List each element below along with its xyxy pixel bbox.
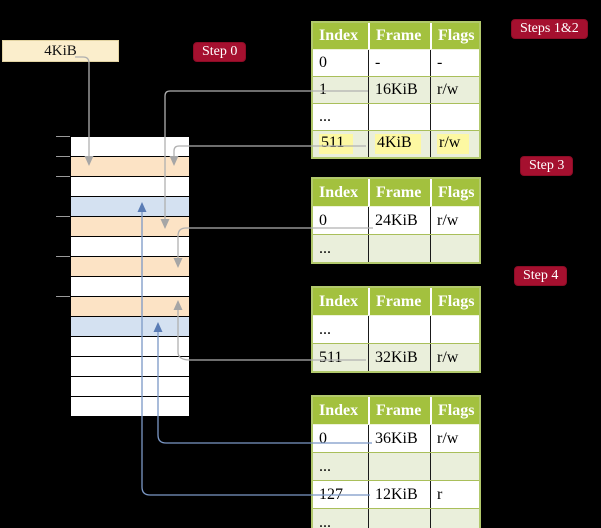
cell-flags: r (430, 481, 479, 508)
page-table-step4: Index Frame Flags ... 511 32KiB r/w (311, 286, 481, 373)
cell-frame (368, 235, 430, 262)
cell-frame (368, 453, 430, 480)
memory-row-3-data (71, 197, 189, 217)
memory-row-12-plain (71, 377, 189, 397)
cell-frame (368, 509, 430, 528)
cell-index: 511 (313, 131, 368, 157)
header-cell-frame: Frame (368, 23, 430, 49)
memory-row-13-plain (71, 397, 189, 416)
memory-row-10-plain (71, 337, 189, 357)
header-cell-frame: Frame (368, 397, 430, 424)
table-row: 127 12KiB r (313, 480, 479, 508)
table-row: 0 24KiB r/w (313, 207, 479, 234)
header-cell-index: Index (319, 27, 359, 44)
memory-row-4-pagetable (71, 217, 189, 237)
cell-flags: r/w (430, 207, 479, 234)
steps-1-2-label: Steps 1&2 (511, 19, 588, 39)
table-row: ... (313, 234, 479, 262)
cell-flags (430, 235, 479, 262)
cell-flags: r/w (430, 77, 479, 103)
highlight: r/w (437, 134, 470, 154)
cell-frame: 12KiB (368, 481, 430, 508)
table-header-row: Index Frame Flags (313, 23, 479, 50)
cell-index: ... (319, 108, 331, 125)
cell-flags: r/w (430, 344, 479, 371)
cell-index: 0 (319, 429, 327, 447)
header-cell-flags: Flags (430, 397, 479, 424)
memory-tick (56, 296, 70, 297)
header-cell-frame: Frame (368, 288, 430, 315)
memory-row-6-pagetable (71, 257, 189, 277)
cell-index: ... (319, 239, 331, 257)
header-cell-index: Index (319, 401, 359, 419)
memory-tick (56, 256, 70, 257)
memory-row-8-pagetable (71, 297, 189, 317)
memory-column (70, 136, 190, 417)
memory-tick (56, 216, 70, 217)
memory-tick (56, 176, 70, 177)
table-row: 1 16KiB r/w (313, 76, 479, 103)
cell-flags: r/w (430, 425, 479, 452)
cell-flags (430, 453, 479, 480)
page-table-steps12: Index Frame Flags 0 - - 1 16KiB r/w ... … (311, 21, 481, 159)
table-row: ... (313, 103, 479, 130)
cell-frame (368, 316, 430, 343)
table-row: 511 32KiB r/w (313, 343, 479, 371)
table-row: 0 36KiB r/w (313, 425, 479, 452)
cell-index: ... (319, 457, 331, 475)
header-cell-flags: Flags (430, 288, 479, 315)
step-0-label: Step 0 (193, 42, 247, 62)
cell-index: 1 (319, 81, 327, 98)
cell-index: ... (319, 513, 331, 528)
cell-flags (430, 509, 479, 528)
page-table-step3: Index Frame Flags 0 24KiB r/w ... (311, 177, 481, 264)
page-size-box: 4KiB (2, 40, 119, 62)
cell-index: 511 (319, 348, 343, 366)
cell-frame: 32KiB (368, 344, 430, 371)
table-row: ... (313, 316, 479, 343)
memory-row-0-plain (71, 137, 189, 157)
cell-index: ... (319, 320, 331, 338)
header-cell-flags: Flags (430, 179, 479, 206)
memory-tick (56, 136, 70, 137)
header-cell-flags: Flags (430, 23, 479, 49)
header-cell-index: Index (319, 183, 359, 201)
cell-frame: - (368, 50, 430, 76)
header-cell-frame: Frame (368, 179, 430, 206)
memory-row-5-plain (71, 237, 189, 257)
memory-row-11-plain (71, 357, 189, 377)
step-4-label: Step 4 (514, 266, 568, 286)
table-row: 0 - - (313, 50, 479, 76)
memory-row-1-pagetable (71, 157, 189, 177)
step-3-label: Step 3 (520, 156, 574, 176)
cell-frame: 36KiB (368, 425, 430, 452)
table-header-row: Index Frame Flags (313, 288, 479, 316)
table-header-row: Index Frame Flags (313, 179, 479, 207)
cell-frame: 24KiB (368, 207, 430, 234)
cell-index: 127 (319, 485, 343, 503)
table-header-row: Index Frame Flags (313, 397, 479, 425)
header-cell-index: Index (319, 292, 359, 310)
memory-tick (56, 156, 70, 157)
highlight: 511 (319, 134, 354, 154)
cell-frame: 4KiB (368, 131, 430, 157)
cell-index: 0 (319, 211, 327, 229)
cell-index: 0 (319, 54, 327, 71)
highlight: 4KiB (375, 134, 421, 154)
page-size-label: 4KiB (44, 42, 77, 59)
cell-flags (430, 316, 479, 343)
cell-frame (368, 104, 430, 130)
cell-flags (430, 104, 479, 130)
cell-frame: 16KiB (368, 77, 430, 103)
table-row: ... (313, 452, 479, 480)
table-row: ... (313, 508, 479, 528)
page-table-final: Index Frame Flags 0 36KiB r/w ... 127 12… (311, 395, 481, 528)
cell-flags: - (430, 50, 479, 76)
memory-row-7-plain (71, 277, 189, 297)
table-row-highlighted: 511 4KiB r/w (313, 130, 479, 157)
memory-row-2-plain (71, 177, 189, 197)
cell-flags: r/w (430, 131, 479, 157)
memory-row-9-data (71, 317, 189, 337)
